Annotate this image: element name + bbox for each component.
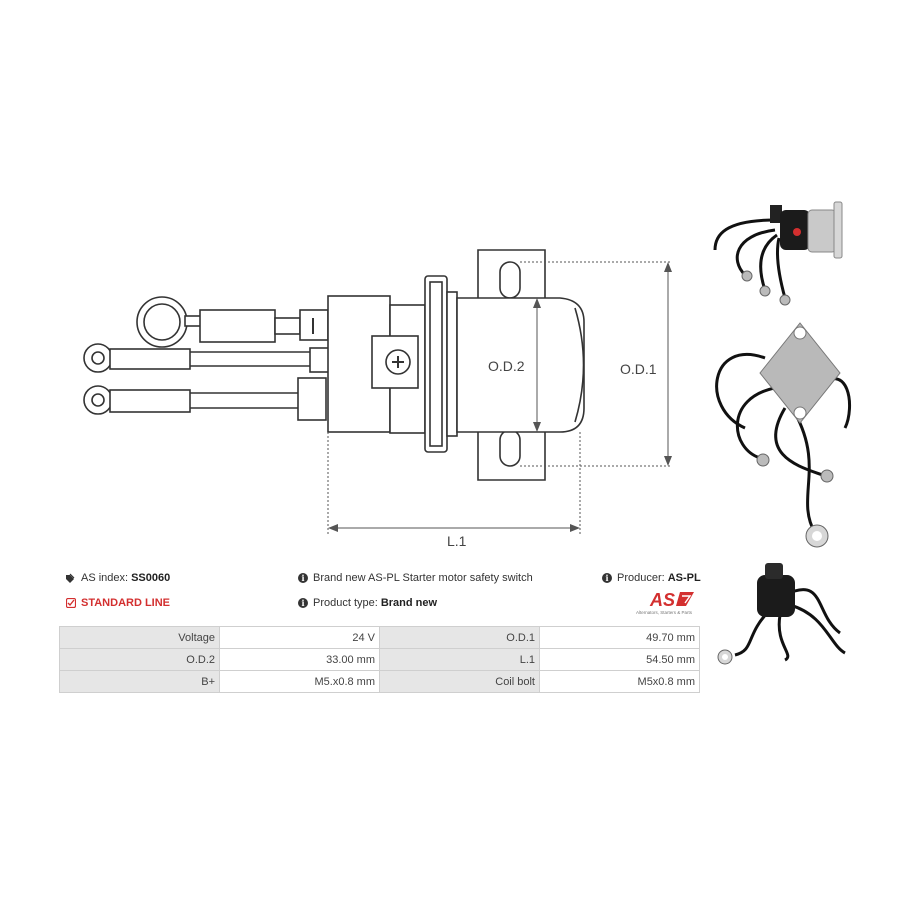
as-index-label: AS index: [81,572,129,584]
description-row: i Brand new AS-PL Starter motor safety s… [298,572,533,584]
as-pl-logo: AS Alternators, Starters & Parts [636,590,694,615]
spec-key: L.1 [379,648,540,671]
as-index-value: SS0060 [131,572,171,584]
product-description: Brand new AS-PL Starter motor safety swi… [313,572,533,584]
od2-label: O.D.2 [488,358,525,374]
spec-value: 24 V [219,626,380,649]
table-row: O.D.2 33.00 mm L.1 54.50 mm [59,648,700,671]
product-photo-top [713,201,843,306]
spec-key: B+ [59,670,220,693]
spec-value: M5x0.8 mm [539,670,700,693]
info-icon: i [298,573,308,583]
product-type-label: Product type: [313,597,378,609]
table-row: Voltage 24 V O.D.1 49.70 mm [59,626,700,649]
product-photo-bottom [717,563,846,665]
info-icon: i [602,573,612,583]
producer-row: i Producer: AS-PL [602,572,701,584]
spec-value: 54.50 mm [539,648,700,671]
tag-icon [66,573,75,583]
checkbox-icon [66,598,76,608]
spec-key: O.D.2 [59,648,220,671]
spec-key: Coil bolt [379,670,540,693]
info-icon: i [298,598,308,608]
od1-label: O.D.1 [620,361,657,377]
l1-label: L.1 [447,533,467,549]
as-index-row: AS index: SS0060 [66,572,170,584]
product-type-value: Brand new [380,597,438,609]
product-type-row: i Product type: Brand new [298,597,437,609]
logo-text: AS [649,590,675,610]
product-photo-middle [715,322,852,548]
standard-line-row: STANDARD LINE [66,597,170,609]
spec-value: M5.x0.8 mm [219,670,380,693]
table-row: B+ M5.x0.8 mm Coil bolt M5x0.8 mm [59,670,700,693]
standard-line-label: STANDARD LINE [81,597,171,609]
spec-value: 49.70 mm [539,626,700,649]
logo-tagline: Alternators, Starters & Parts [636,610,693,615]
producer-value: AS-PL [667,572,701,584]
specifications-table: Voltage 24 V O.D.1 49.70 mm O.D.2 33.00 … [59,626,700,693]
spec-key: O.D.1 [379,626,540,649]
spec-key: Voltage [59,626,220,649]
spec-value: 33.00 mm [219,648,380,671]
producer-label: Producer: [617,572,665,584]
